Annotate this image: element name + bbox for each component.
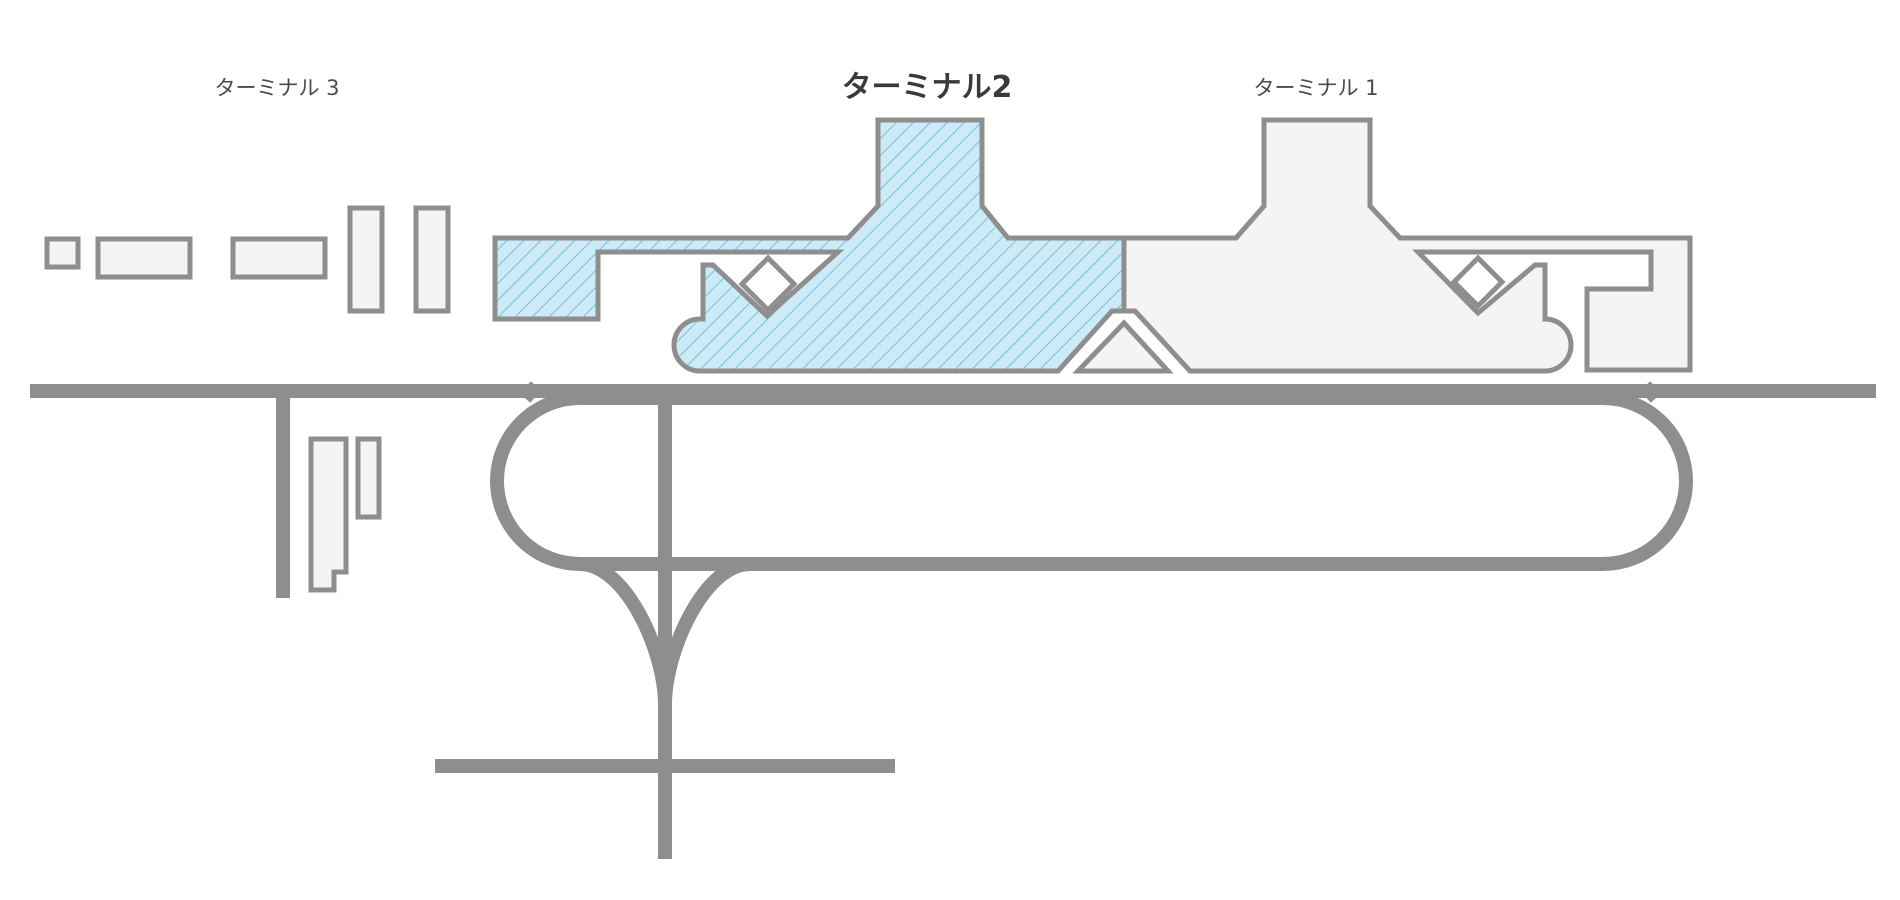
central-triangle-building xyxy=(1072,319,1174,374)
ramp-left xyxy=(579,557,672,706)
terminal1-building xyxy=(1121,117,1693,374)
t3-building-c xyxy=(230,236,328,280)
terminal1-label: ターミナル 1 xyxy=(1253,76,1379,100)
terminal3-buildings xyxy=(44,205,451,593)
loop-road xyxy=(490,391,1693,571)
t2-diamond xyxy=(738,254,798,314)
t3-building-d xyxy=(347,205,385,314)
t3-building-south-a xyxy=(308,436,349,593)
t3-building-b xyxy=(95,236,193,280)
t1-diamond xyxy=(1450,254,1506,310)
t3-building-south-b xyxy=(355,436,382,520)
loop-connector-northeast xyxy=(1639,381,1662,403)
terminal2-label: ターミナル2 xyxy=(841,70,1013,105)
t3-building-a xyxy=(44,236,81,270)
ramp-right xyxy=(658,557,751,706)
terminal2-building xyxy=(492,117,1127,374)
terminal3-label: ターミナル 3 xyxy=(214,76,340,100)
road-network xyxy=(30,381,1876,859)
loop-connector-northwest xyxy=(519,381,542,403)
t3-building-e xyxy=(413,205,451,314)
